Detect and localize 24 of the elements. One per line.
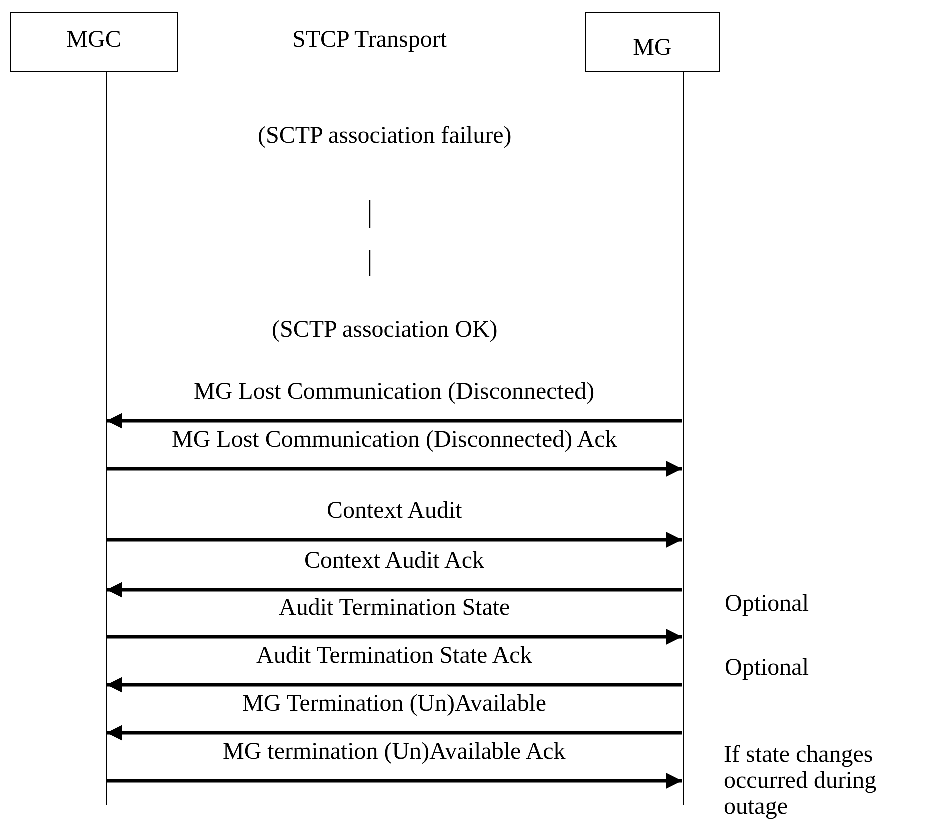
note-text: (SCTP association failure) [258, 122, 512, 150]
message-label: Context Audit Ack [304, 547, 484, 575]
message-label: Audit Termination State [279, 594, 510, 622]
message-label: MG Termination (Un)Available [242, 690, 547, 718]
note-text: (SCTP association OK) [272, 316, 498, 344]
participant-name: MGC [66, 27, 122, 54]
message-label: Audit Termination State Ack [256, 642, 532, 670]
message-label: MG termination (Un)Available Ack [223, 738, 566, 766]
message-arrow [106, 677, 682, 693]
message-label: MG Lost Communication (Disconnected) [194, 378, 595, 406]
participant-name: MG [632, 35, 673, 62]
side-note: If state changes occurred during outage [724, 742, 878, 820]
message-arrow [106, 461, 682, 477]
message-arrow [106, 773, 682, 789]
message-arrow [106, 532, 682, 548]
message-label: Context Audit [327, 497, 462, 525]
side-note: Optional [725, 590, 809, 618]
side-note: Optional [725, 654, 809, 682]
note-text: STCP Transport [292, 26, 447, 54]
message-arrow [106, 629, 682, 645]
message-arrow [106, 413, 682, 429]
message-label: MG Lost Communication (Disconnected) Ack [172, 426, 618, 454]
message-arrow [106, 582, 682, 598]
message-arrow [106, 725, 682, 741]
